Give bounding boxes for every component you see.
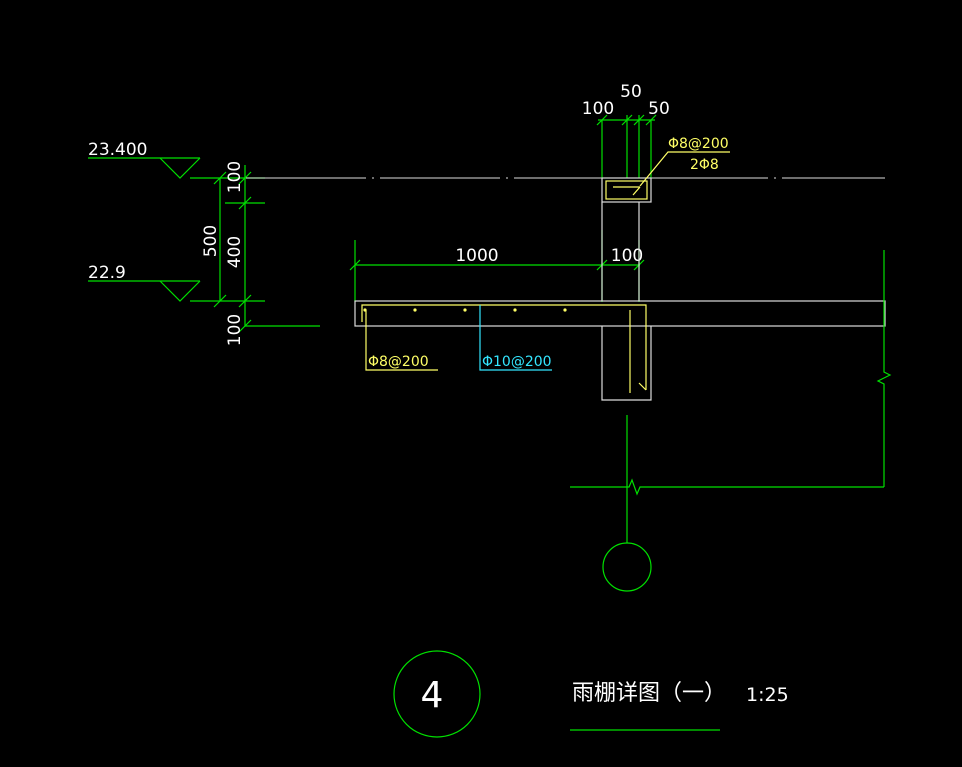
dim-vertical-middle: 400 [225,236,245,268]
dim-wall-width: 100 [611,246,643,266]
label-slab-bottom-rebar: Φ10@200 [482,354,552,370]
dim-vertical-bottom: 100 [225,314,245,346]
dim-vertical-top: 100 [225,161,245,193]
slab-rebar [361,304,647,393]
dim-top-right: 50 [648,99,670,119]
break-lines [570,250,892,543]
label-slab-top-rebar: Φ8@200 [368,354,429,370]
level-marker-top: 23.400 [88,140,201,179]
top-dimension-chain [596,114,657,178]
detail-title-block: 4 雨棚详图（一） 1:25 [393,650,789,738]
dim-vertical-total: 500 [201,225,221,257]
beam-rebar [605,180,648,200]
dim-top-left: 100 [582,99,614,119]
slab-rebar-dots [363,308,567,312]
axis-bubble [602,542,652,592]
dim-top-middle: 50 [620,82,642,102]
detail-number: 4 [421,675,444,716]
detail-title: 雨棚详图（一） [572,681,726,706]
label-beam-stirrup: Φ8@200 [668,136,729,152]
label-beam-main: 2Φ8 [690,157,719,173]
structure-outline [354,177,886,401]
vertical-dimension-chain [190,165,320,333]
level-marker-bottom: 22.9 [88,263,201,302]
level-top-label: 23.400 [88,140,147,160]
detail-scale: 1:25 [746,684,789,706]
rebar-leaders [365,151,730,371]
dim-slab-length: 1000 [455,246,498,266]
slab-dimension-chain [349,230,645,302]
detail-number-circle [393,650,481,738]
level-bottom-label: 22.9 [88,263,126,283]
